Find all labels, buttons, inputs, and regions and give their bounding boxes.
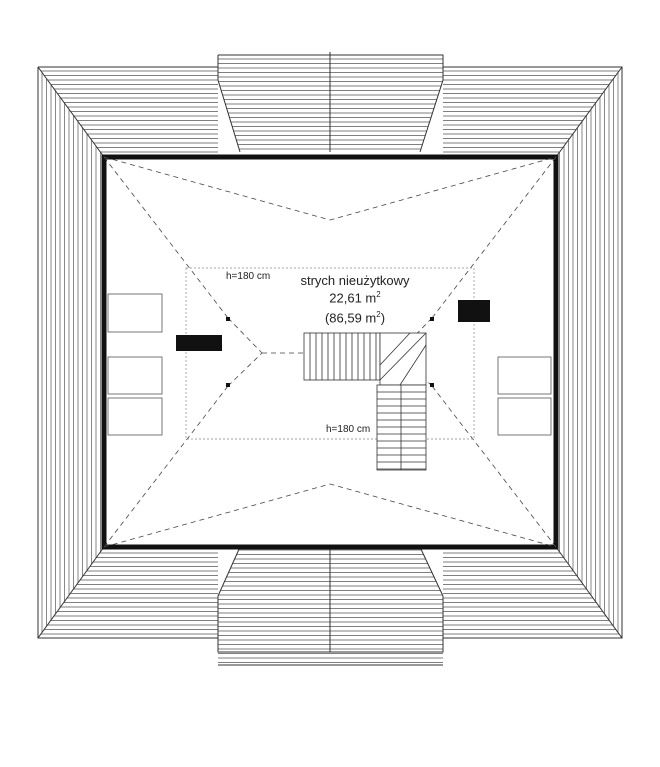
side-windows [107,293,552,436]
height-limit-line [185,267,475,440]
outer-wall [101,154,559,550]
room-area: 22,61 m2 [329,290,381,306]
room-name: strych nieużytkowy [300,273,410,288]
height-label-upper: h=180 cm [226,271,271,282]
room-area-total: (86,59 m2) [324,310,386,326]
chimney-right [458,300,490,322]
roof-outline [37,52,623,666]
height-label-lower: h=180 cm [326,424,371,435]
staircase [303,332,427,471]
chimney-left [176,335,222,351]
posts [226,317,434,387]
